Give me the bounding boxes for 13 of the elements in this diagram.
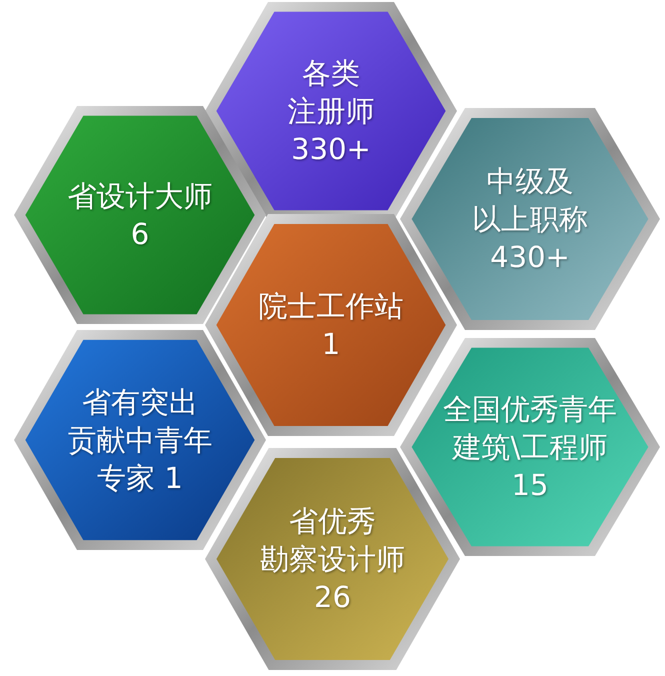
tile-label: 中级及以上职称 (472, 163, 588, 238)
tile-label: 各类注册师 (288, 55, 374, 130)
tile-label: 院士工作站 (258, 288, 404, 325)
tile-label: 省有突出贡献中青年专家 1 (68, 384, 212, 497)
tile-label: 省优秀勘察设计师 (260, 503, 405, 578)
tile-number: 430+ (490, 239, 570, 276)
tile-number: 330+ (291, 131, 371, 168)
tile-number: 1 (322, 326, 340, 363)
tile-number: 6 (130, 216, 150, 253)
tile-label: 省设计大师 (68, 178, 212, 215)
tile-number: 15 (512, 467, 548, 504)
tile-number: 26 (314, 579, 351, 616)
tile-label: 全国优秀青年建筑\工程师 (443, 391, 617, 466)
